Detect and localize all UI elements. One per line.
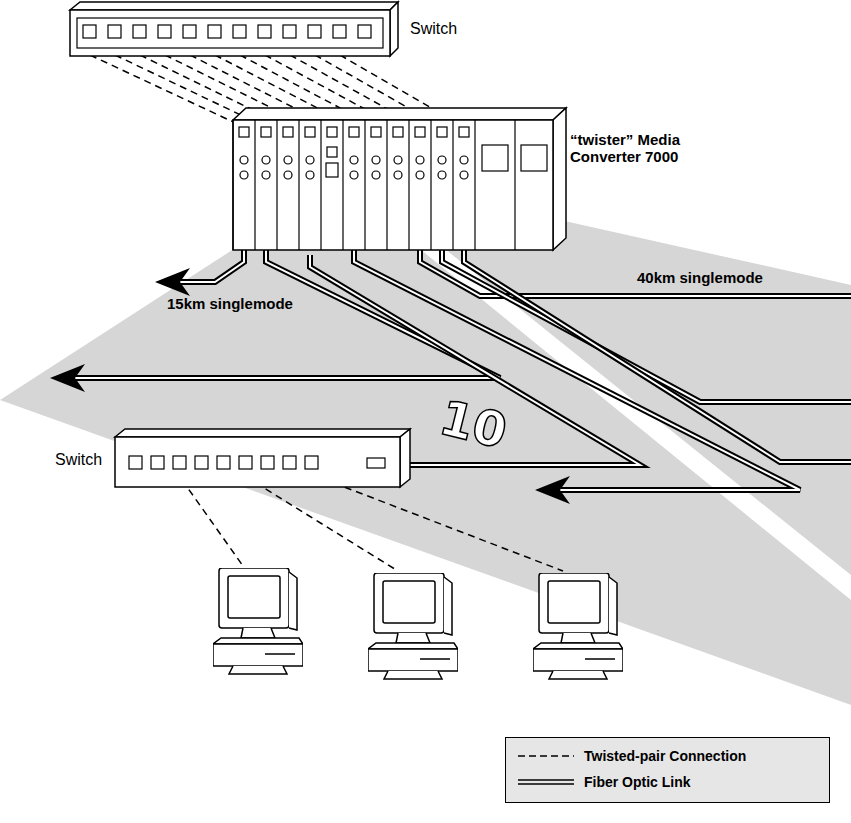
node-label: Switch: [55, 451, 102, 469]
computer: [533, 573, 623, 679]
distance-label: 15km singlemode: [165, 296, 295, 313]
media-converter: “twister” Media Converter 7000: [228, 105, 728, 255]
node-label: Switch: [410, 20, 457, 38]
fiber-links: [70, 250, 851, 490]
legend-text: Twisted-pair Connection: [584, 748, 746, 764]
switch-outline: [55, 425, 410, 495]
computer: [213, 568, 303, 674]
direction-arrows: [50, 268, 570, 504]
media-converter-outline: [228, 105, 728, 255]
legend-swatch: [518, 776, 574, 788]
legend-row: Fiber Optic Link: [518, 772, 691, 792]
node-label: “twister” Media Converter 7000: [570, 131, 738, 166]
legend-box: Twisted-pair ConnectionFiber Optic Link: [505, 737, 830, 803]
legend-row: Twisted-pair Connection: [518, 746, 746, 766]
legend-swatch: [518, 750, 574, 762]
distance-label: 40km singlemode: [635, 270, 765, 287]
switch-outline: [65, 0, 465, 60]
road-stripe: [415, 245, 851, 600]
road-number: 10: [435, 393, 511, 456]
legend-text: Fiber Optic Link: [584, 774, 691, 790]
ground: [0, 220, 851, 705]
computer: [368, 573, 458, 679]
switch: Switch: [55, 425, 410, 495]
switch: Switch: [65, 0, 465, 60]
